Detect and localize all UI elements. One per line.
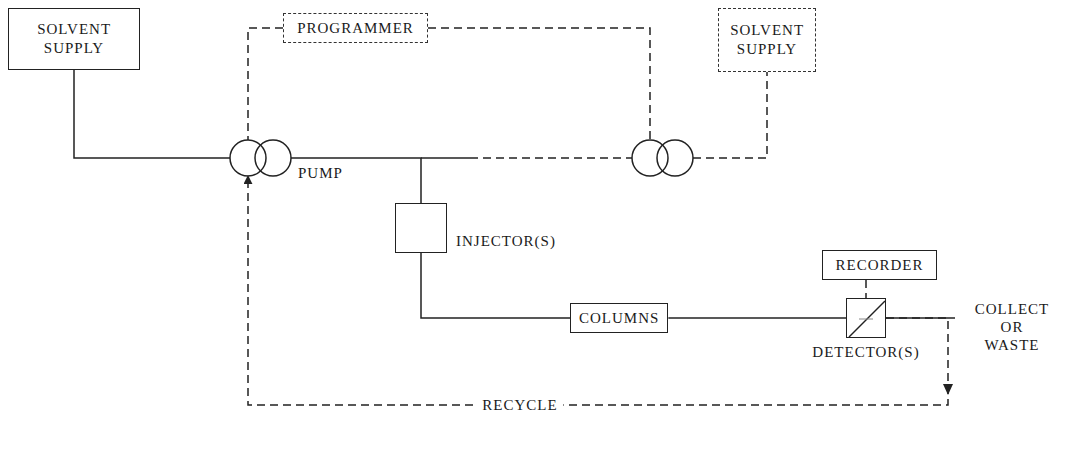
injector-box-shape (396, 204, 448, 254)
pump-symbol-shape (230, 140, 291, 176)
flow-connector (668, 317, 846, 319)
second-pump-circle (657, 140, 693, 176)
programmer-line (428, 28, 650, 140)
node-label: SOLVENT SUPPLY (37, 20, 111, 58)
flow-line-dashed (470, 157, 632, 159)
programmer-box: PROGRAMMER (283, 13, 428, 43)
detector-box-shape (847, 299, 887, 339)
pump-circle (255, 140, 291, 176)
recorder-box: RECORDER (822, 250, 937, 280)
node-label: INJECTOR(S) (456, 232, 556, 250)
supply-box: SOLVENT SUPPLY (718, 8, 816, 72)
node-label: PUMP (298, 164, 343, 182)
injector-box: INJECTOR(S) (395, 203, 447, 253)
flow-line (421, 157, 470, 159)
node-label: RECORDER (835, 256, 923, 275)
flow-connector (74, 70, 230, 158)
edge-label: RECYCLE (476, 396, 563, 414)
supply-line (693, 72, 767, 158)
flow-connector (865, 280, 867, 298)
supply-box: SOLVENT SUPPLY (8, 8, 140, 70)
node-label: COLUMNS (579, 309, 659, 328)
flow-connector (421, 253, 570, 318)
node-label: DETECTOR(S) (812, 343, 919, 361)
flow-connector (248, 28, 283, 140)
detector-mark (859, 319, 873, 320)
node-label: PROGRAMMER (297, 19, 414, 38)
flow-connector (291, 158, 421, 203)
node-label: SOLVENT SUPPLY (730, 21, 804, 59)
detector-diagonal (849, 301, 885, 337)
flow-connector (248, 176, 948, 405)
columns-box: COLUMNS (570, 303, 668, 333)
detector-box: DETECTOR(S) (846, 298, 886, 338)
outlet-label: COLLECT OR WASTE (960, 300, 1064, 354)
pump-symbol: PUMP (230, 140, 291, 176)
